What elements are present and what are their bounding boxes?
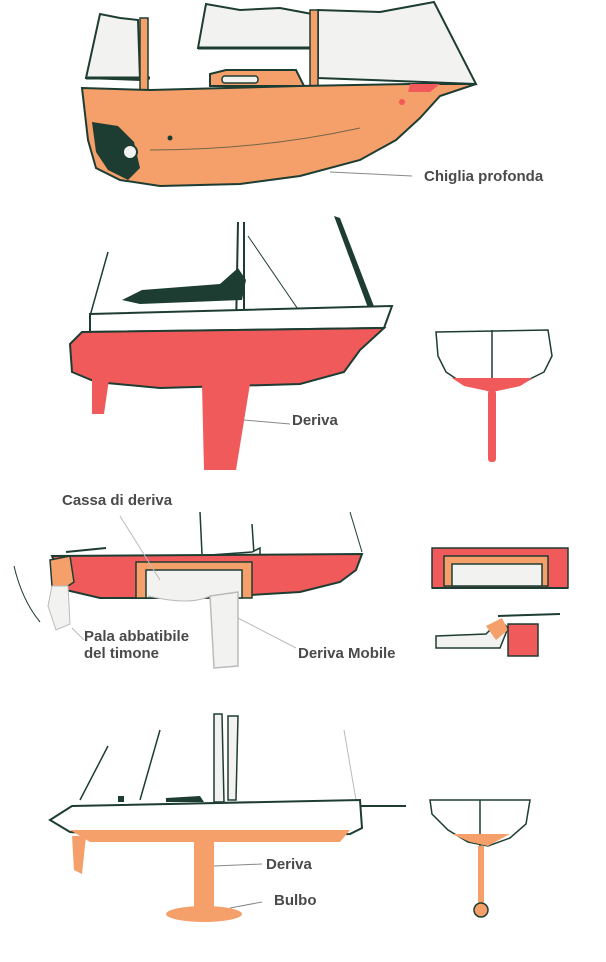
rudder [92,372,110,414]
sail-jib [317,0,478,86]
boat-centreboard [13,511,364,669]
mizzen-mast [139,17,149,93]
bulb [166,906,242,922]
hull-orange [80,83,477,188]
furled-jib [334,216,380,324]
deep-keel [92,122,140,180]
section-centreboard [431,547,569,657]
label-deriva-mobile: Deriva Mobile [298,645,396,662]
rudder-2 [72,836,86,874]
sail-cover [122,268,246,304]
label-deriva-bulb: Deriva [266,856,312,873]
main-mast [309,9,319,87]
section-fin-keel [435,329,553,462]
boat-fin-keel [68,216,394,470]
label-cassa-di-deriva: Cassa di deriva [62,492,173,509]
sail-mizzen [84,12,142,82]
fin-keel [202,384,250,470]
label-bulbo: Bulbo [274,892,317,909]
lifting-rudder [49,555,75,591]
centreboard [209,591,239,669]
hull-red [68,326,387,390]
label-pala-abbatibile: Pala abbatibile del timone [84,628,190,662]
section-bulb-keel [429,799,531,918]
fin-keel-2 [194,842,214,912]
boat-bulb-keel [48,713,406,922]
sail-main [196,2,313,49]
label-deriva-fin: Deriva [292,412,338,429]
label-chiglia-profonda: Chiglia profonda [424,168,544,185]
boat-deep-keel [80,0,478,188]
